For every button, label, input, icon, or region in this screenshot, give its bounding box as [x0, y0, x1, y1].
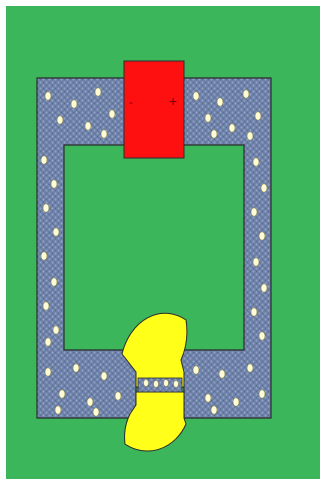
electron-dot — [247, 364, 253, 372]
electron-dot — [211, 130, 217, 138]
electron-dot — [51, 180, 57, 188]
electron-dot — [93, 408, 99, 416]
battery-body — [124, 61, 184, 158]
electron-dot — [45, 338, 51, 346]
electron-dot — [193, 92, 199, 100]
electron-dot — [43, 302, 49, 310]
battery-positive-terminal: + — [169, 93, 177, 109]
electron-dot — [205, 394, 211, 402]
battery: - + — [124, 61, 184, 158]
electron-dot — [205, 114, 211, 122]
electron-dot — [51, 278, 57, 286]
electron-dot — [85, 122, 91, 130]
electron-dot — [71, 100, 77, 108]
electron-dot — [73, 364, 79, 372]
electron-dot — [109, 110, 115, 118]
electron-dot — [217, 98, 223, 106]
electron-dot — [53, 326, 59, 334]
electron-dot — [41, 156, 47, 164]
electron-dot — [59, 390, 65, 398]
electron-dot — [251, 208, 257, 216]
electron-dot — [219, 370, 225, 378]
electron-dot — [233, 398, 239, 406]
electron-dot — [229, 124, 235, 132]
electron-dot — [259, 232, 265, 240]
electron-dot — [261, 184, 267, 192]
electron-dot — [101, 372, 107, 380]
electron-dot — [211, 406, 217, 414]
electron-dot — [45, 92, 51, 100]
electron-dot — [55, 406, 61, 414]
electron-dot — [247, 132, 253, 140]
electron-dot — [101, 130, 107, 138]
electron-dot — [253, 158, 259, 166]
electron-dot — [45, 368, 51, 376]
electron-dot — [53, 228, 59, 236]
electron-dot — [255, 112, 261, 120]
electron-dot — [115, 392, 121, 400]
electron-dot — [259, 390, 265, 398]
electron-dot — [259, 332, 265, 340]
battery-negative-terminal: - — [129, 95, 133, 109]
electron-dot — [43, 204, 49, 212]
electron-dot — [95, 88, 101, 96]
electron-dot — [253, 258, 259, 266]
electron-dot — [87, 398, 93, 406]
electron-dot — [41, 252, 47, 260]
electron-dot — [261, 284, 267, 292]
electron-dot — [251, 308, 257, 316]
electron-dot — [57, 116, 63, 124]
electron-dot — [243, 90, 249, 98]
electron-dot — [193, 366, 199, 374]
